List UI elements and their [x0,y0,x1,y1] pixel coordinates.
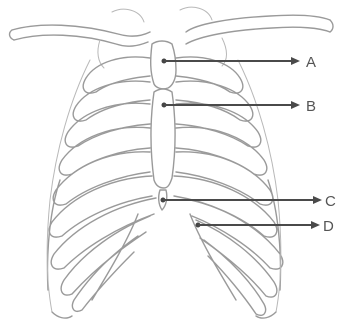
label-c: C [325,193,336,210]
pointer-c [161,196,323,204]
label-d: D [323,218,334,235]
pointer-d [196,221,321,229]
label-a: A [306,54,316,71]
pointer-b [162,101,301,109]
right-ribs [174,57,283,318]
left-clavicle [10,25,150,46]
right-clavicle [186,15,333,44]
label-b: B [306,98,316,115]
left-ribs [47,57,156,318]
sternum [151,41,176,210]
pointer-a [162,57,301,65]
